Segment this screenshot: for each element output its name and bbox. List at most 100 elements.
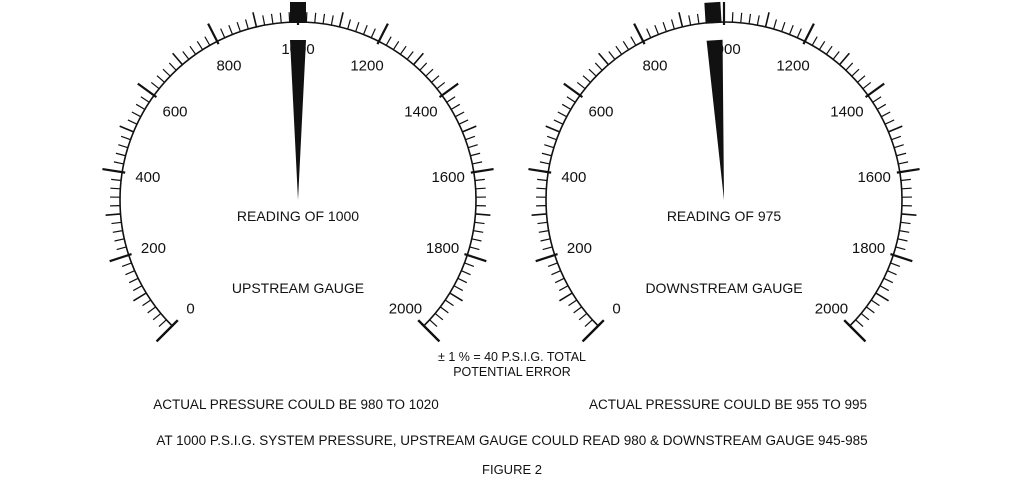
minor-tick (536, 187, 547, 190)
minor-tick (469, 246, 480, 251)
end-stop (581, 319, 605, 343)
minor-tick (538, 230, 549, 233)
minor-tick (457, 277, 468, 284)
minor-tick (554, 277, 565, 284)
minor-tick (862, 81, 872, 90)
scale-label: 1600 (857, 169, 890, 186)
minor-tick (473, 230, 484, 233)
minor-tick (825, 45, 833, 55)
upstream-actual-pressure-note: ACTUAL PRESSURE COULD BE 980 TO 1020 (153, 397, 439, 412)
scale-label: 400 (561, 169, 586, 186)
minor-tick (899, 230, 910, 233)
minor-tick (399, 45, 407, 55)
minor-tick (773, 19, 778, 30)
minor-tick (152, 312, 162, 321)
major-tick (528, 167, 552, 174)
minor-tick (544, 144, 555, 149)
minor-tick (888, 125, 903, 133)
minor-tick (133, 292, 147, 302)
minor-tick (531, 213, 547, 216)
minor-tick (553, 119, 564, 125)
minor-tick (392, 40, 400, 51)
minor-tick (412, 52, 424, 66)
minor-tick (444, 299, 454, 307)
minor-tick (121, 262, 132, 268)
minor-tick (696, 13, 700, 24)
major-tick (535, 253, 558, 263)
minor-tick (140, 96, 150, 103)
minor-tick (455, 111, 465, 118)
minor-tick (883, 277, 894, 284)
minor-tick (748, 13, 752, 24)
minor-tick (879, 285, 890, 292)
scale-label: 1600 (431, 169, 464, 186)
minor-tick (338, 12, 344, 28)
minor-tick (458, 119, 469, 125)
minor-tick (895, 246, 906, 251)
major-tick (890, 253, 913, 263)
major-tick (464, 253, 487, 263)
scale-label: 600 (589, 104, 614, 121)
minor-tick (884, 119, 895, 125)
minor-tick (120, 135, 131, 141)
minor-tick (449, 292, 463, 302)
pointer-top-block (290, 2, 306, 23)
scale-label: 0 (612, 300, 620, 317)
minor-tick (890, 262, 901, 268)
minor-tick (764, 12, 770, 28)
scale-label: 1200 (776, 58, 809, 75)
system-pressure-note: AT 1000 P.S.I.G. SYSTEM PRESSURE, UPSTRE… (156, 433, 868, 448)
minor-tick (891, 135, 902, 141)
minor-tick (475, 187, 486, 190)
minor-tick (860, 312, 870, 321)
end-stop (843, 319, 867, 343)
minor-tick (434, 312, 444, 321)
scale-label: 1800 (426, 240, 459, 257)
major-tick (438, 82, 459, 99)
minor-tick (584, 319, 593, 327)
minor-tick (654, 24, 660, 35)
minor-tick (893, 144, 904, 149)
minor-tick (622, 40, 630, 51)
minor-tick (147, 306, 157, 314)
minor-tick (688, 15, 692, 26)
minor-tick (347, 19, 352, 30)
minor-tick (573, 306, 583, 314)
major-tick (137, 82, 158, 99)
minor-tick (406, 51, 414, 60)
minor-tick (142, 299, 152, 307)
minor-tick (118, 144, 129, 149)
minor-tick (540, 238, 551, 242)
minor-tick (474, 178, 485, 182)
minor-tick (539, 161, 550, 165)
minor-tick (546, 135, 557, 141)
minor-tick (252, 12, 258, 28)
minor-tick (646, 28, 652, 39)
minor-tick (114, 238, 125, 242)
scale-label: 400 (135, 169, 160, 186)
major-tick (102, 167, 126, 174)
major-tick (563, 82, 584, 99)
minor-tick (330, 15, 334, 26)
minor-tick (615, 45, 623, 55)
major-tick (802, 23, 815, 45)
minor-tick (355, 21, 360, 32)
minor-tick (811, 36, 818, 46)
minor-tick (670, 19, 675, 30)
scale-label: 600 (163, 104, 188, 121)
minor-tick (127, 119, 138, 125)
minor-tick (113, 161, 124, 165)
gauge-name: UPSTREAM GAUGE (232, 280, 364, 296)
error-note-line1: ± 1 % = 40 P.S.I.G. TOTAL (437, 350, 587, 364)
minor-tick (462, 125, 477, 133)
major-tick (470, 167, 494, 174)
major-tick (109, 253, 132, 263)
minor-tick (900, 221, 911, 225)
minor-tick (446, 96, 456, 103)
minor-tick (900, 178, 911, 182)
minor-tick (608, 51, 616, 60)
potential-error-note: ± 1 % = 40 P.S.I.G. TOTAL POTENTIAL ERRO… (438, 350, 586, 380)
minor-tick (196, 40, 204, 51)
minor-tick (876, 103, 887, 110)
